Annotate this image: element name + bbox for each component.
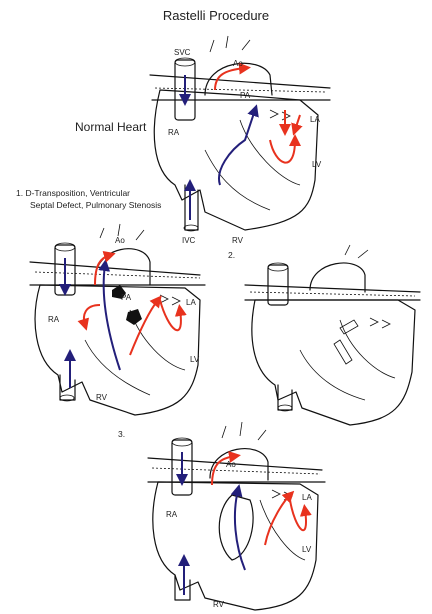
label-ra: RA [168,128,180,137]
step1-label-ao: Ao [115,236,125,245]
aorta-arch [204,62,273,96]
page-title: Rastelli Procedure [163,8,269,23]
step3-label-rv: RV [213,600,225,609]
label-ivc: IVC [182,236,196,245]
ivc-vessel [184,184,199,231]
normal-heart-diagram: SVC Ao PA RA LA LV IVC RV [149,35,331,245]
label-rv: RV [232,236,244,245]
heart-outline [153,89,319,231]
step1-label-ra: RA [48,315,60,324]
step3-label-la: LA [302,493,312,502]
step3-diagram: Ao RA LA LV RV [147,421,326,611]
label-pa: PA [240,91,251,100]
step3-number: 3. [118,429,125,439]
step2-number: 2. [228,250,235,260]
step1-label-la: LA [186,298,196,307]
step1-label-lv: LV [190,355,200,364]
step2-diagram [244,244,421,426]
normal-heart-caption: Normal Heart [75,120,147,134]
label-la: LA [310,115,320,124]
step1-diagram: Ao PA RA LA LV RV [29,223,206,416]
label-ao: Ao [233,59,243,68]
step3-label-lv: LV [302,545,312,554]
step3-label-ra: RA [166,510,178,519]
svc-vessel [174,59,196,121]
step3-label-ao: Ao [226,460,236,469]
step1-caption-line1: 1. D-Transposition, Ventricular [16,188,130,198]
step1-caption-line2: Septal Defect, Pulmonary Stenosis [30,200,161,210]
label-lv: LV [312,160,322,169]
step1-label-pa: PA [121,293,132,302]
step1-label-rv: RV [96,393,108,402]
label-svc: SVC [174,48,191,57]
